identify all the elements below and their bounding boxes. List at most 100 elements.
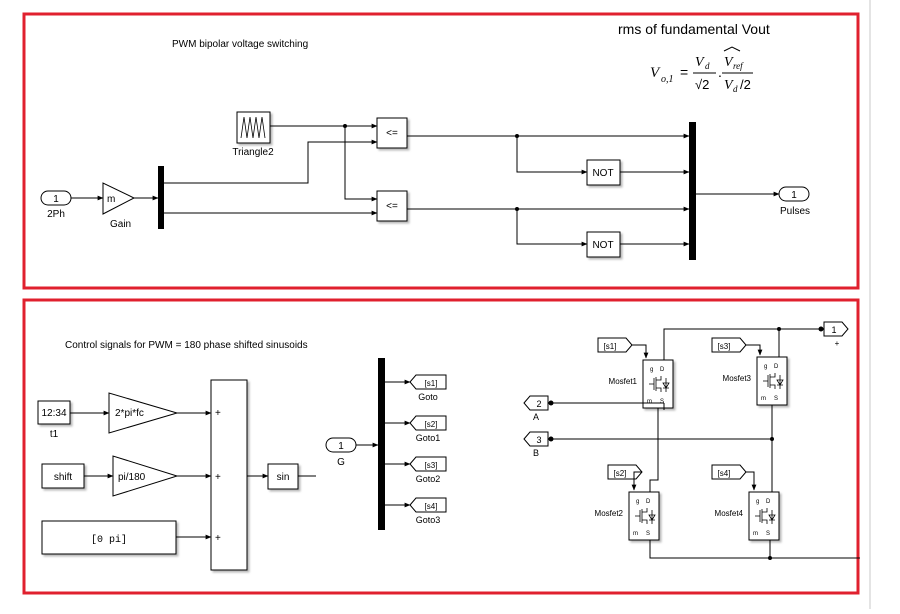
svg-text:[s3]: [s3] <box>425 461 438 470</box>
svg-text:[s1]: [s1] <box>604 342 617 351</box>
svg-text:D: D <box>766 499 771 505</box>
svg-text:Goto3: Goto3 <box>416 515 441 525</box>
mosfet1-label: Mosfet1 <box>609 377 638 386</box>
demux-bar-bottom[interactable] <box>378 358 385 530</box>
mosfet2-label: Mosfet2 <box>595 509 624 518</box>
goto-s1[interactable] <box>409 374 447 390</box>
top-frame <box>22 12 860 290</box>
svg-text:+: + <box>215 533 221 544</box>
svg-text:g: g <box>764 364 767 370</box>
from-s1[interactable] <box>597 337 633 353</box>
svg-text:V: V <box>724 55 734 70</box>
shift-constant[interactable] <box>41 463 85 489</box>
mux-bar-top[interactable] <box>689 122 696 260</box>
formula-title: rms of fundamental Vout <box>618 21 770 37</box>
junction-dot <box>343 124 347 128</box>
svg-text:S: S <box>660 399 664 405</box>
inport-g-label: G <box>337 457 345 468</box>
rms-formula: V o,1 = V d √2 . V ref V d /2 <box>650 46 753 94</box>
relational-op-2[interactable] <box>376 190 408 222</box>
svg-text:g: g <box>650 367 653 373</box>
svg-text:S: S <box>774 396 778 402</box>
svg-text:[s2]: [s2] <box>425 420 438 429</box>
svg-text:+: + <box>835 339 840 348</box>
svg-text:S: S <box>766 531 770 537</box>
svg-text:g: g <box>636 499 639 505</box>
mosfet-diode-icon <box>649 376 670 392</box>
junction-dot <box>515 134 519 138</box>
svg-text:S: S <box>646 531 650 537</box>
phase-constant[interactable] <box>41 520 177 555</box>
svg-text:D: D <box>774 364 779 370</box>
mosfet3-block[interactable]: g D m S Mosfet3 <box>723 356 788 406</box>
mosfet-diode-icon <box>755 508 776 524</box>
svg-text:=: = <box>680 64 688 80</box>
svg-text:√2: √2 <box>695 77 709 92</box>
mosfet4-block[interactable]: g D m S Mosfet4 <box>715 491 780 541</box>
mosfet4-label: Mosfet4 <box>715 509 744 518</box>
svg-text:m: m <box>753 531 758 537</box>
svg-text:D: D <box>646 499 651 505</box>
gain-label: Gain <box>110 219 131 230</box>
svg-text:D: D <box>660 367 665 373</box>
svg-text:3: 3 <box>536 435 541 445</box>
mosfet1-block[interactable]: g D m S Mosfet1 <box>609 359 674 409</box>
svg-text:m: m <box>633 531 638 537</box>
svg-text:m: m <box>647 399 652 405</box>
bottom-left-wires <box>70 379 411 540</box>
svg-text:2*pi*fc: 2*pi*fc <box>115 408 144 419</box>
inport-2ph-label: 2Ph <box>47 209 65 220</box>
mosfet3-label: Mosfet3 <box>723 374 752 383</box>
svg-text:[s4]: [s4] <box>718 469 731 478</box>
goto-s2[interactable] <box>409 415 447 431</box>
svg-text:V: V <box>695 55 705 70</box>
svg-text:B: B <box>533 448 539 458</box>
svg-text:ref: ref <box>733 61 744 71</box>
svg-text:[s1]: [s1] <box>425 379 438 388</box>
svg-text:V: V <box>724 78 734 93</box>
svg-text:Goto: Goto <box>418 392 438 402</box>
svg-text:<=: <= <box>386 128 398 139</box>
svg-text:[s4]: [s4] <box>425 502 438 511</box>
svg-text:g: g <box>756 499 759 505</box>
triangle2-block[interactable] <box>236 111 271 144</box>
svg-text:<=: <= <box>386 201 398 212</box>
svg-text:1: 1 <box>791 190 797 201</box>
mosfet-diode-icon <box>635 508 656 524</box>
svg-text:1: 1 <box>338 441 344 452</box>
bottom-panel: Control signals for PWM = 180 phase shif… <box>22 298 860 595</box>
svg-text:+: + <box>215 408 221 419</box>
junction-dot <box>515 207 519 211</box>
svg-text:m: m <box>107 194 115 205</box>
relational-op-1[interactable] <box>376 117 408 149</box>
from-s4[interactable] <box>711 464 747 480</box>
svg-text:m: m <box>761 396 766 402</box>
outport-pulses-label: Pulses <box>780 206 810 217</box>
svg-text:/2: /2 <box>740 77 751 92</box>
svg-text:[s2]: [s2] <box>614 469 627 478</box>
svg-text:1: 1 <box>831 325 836 335</box>
svg-text:12:34: 12:34 <box>41 408 66 419</box>
goto-s3[interactable] <box>409 456 447 472</box>
clock-label: t1 <box>50 429 59 440</box>
triangle2-label: Triangle2 <box>232 147 274 158</box>
sum-block[interactable] <box>210 379 248 571</box>
mosfet-diode-icon <box>763 373 784 389</box>
from-s3[interactable] <box>711 337 747 353</box>
goto-blocks: [s1] Goto [s2] Goto1 [s3] Goto2 [s4] Got… <box>409 374 447 525</box>
svg-text:.: . <box>718 64 722 80</box>
goto-s4[interactable] <box>409 497 447 513</box>
svg-text:A: A <box>533 412 539 422</box>
svg-text:[s3]: [s3] <box>718 342 731 351</box>
triangle-wave-icon <box>240 116 266 139</box>
top-title: PWM bipolar voltage switching <box>172 39 308 50</box>
demux-bar-top[interactable] <box>158 166 164 229</box>
sin-block[interactable] <box>267 463 299 490</box>
svg-text:Goto2: Goto2 <box>416 474 441 484</box>
conn-port-plus[interactable] <box>823 321 849 337</box>
svg-text:[0 pi]: [0 pi] <box>91 534 127 546</box>
svg-text:2: 2 <box>536 399 541 409</box>
mosfet2-block[interactable]: g D m S Mosfet2 <box>595 491 660 541</box>
svg-text:d: d <box>705 61 710 71</box>
